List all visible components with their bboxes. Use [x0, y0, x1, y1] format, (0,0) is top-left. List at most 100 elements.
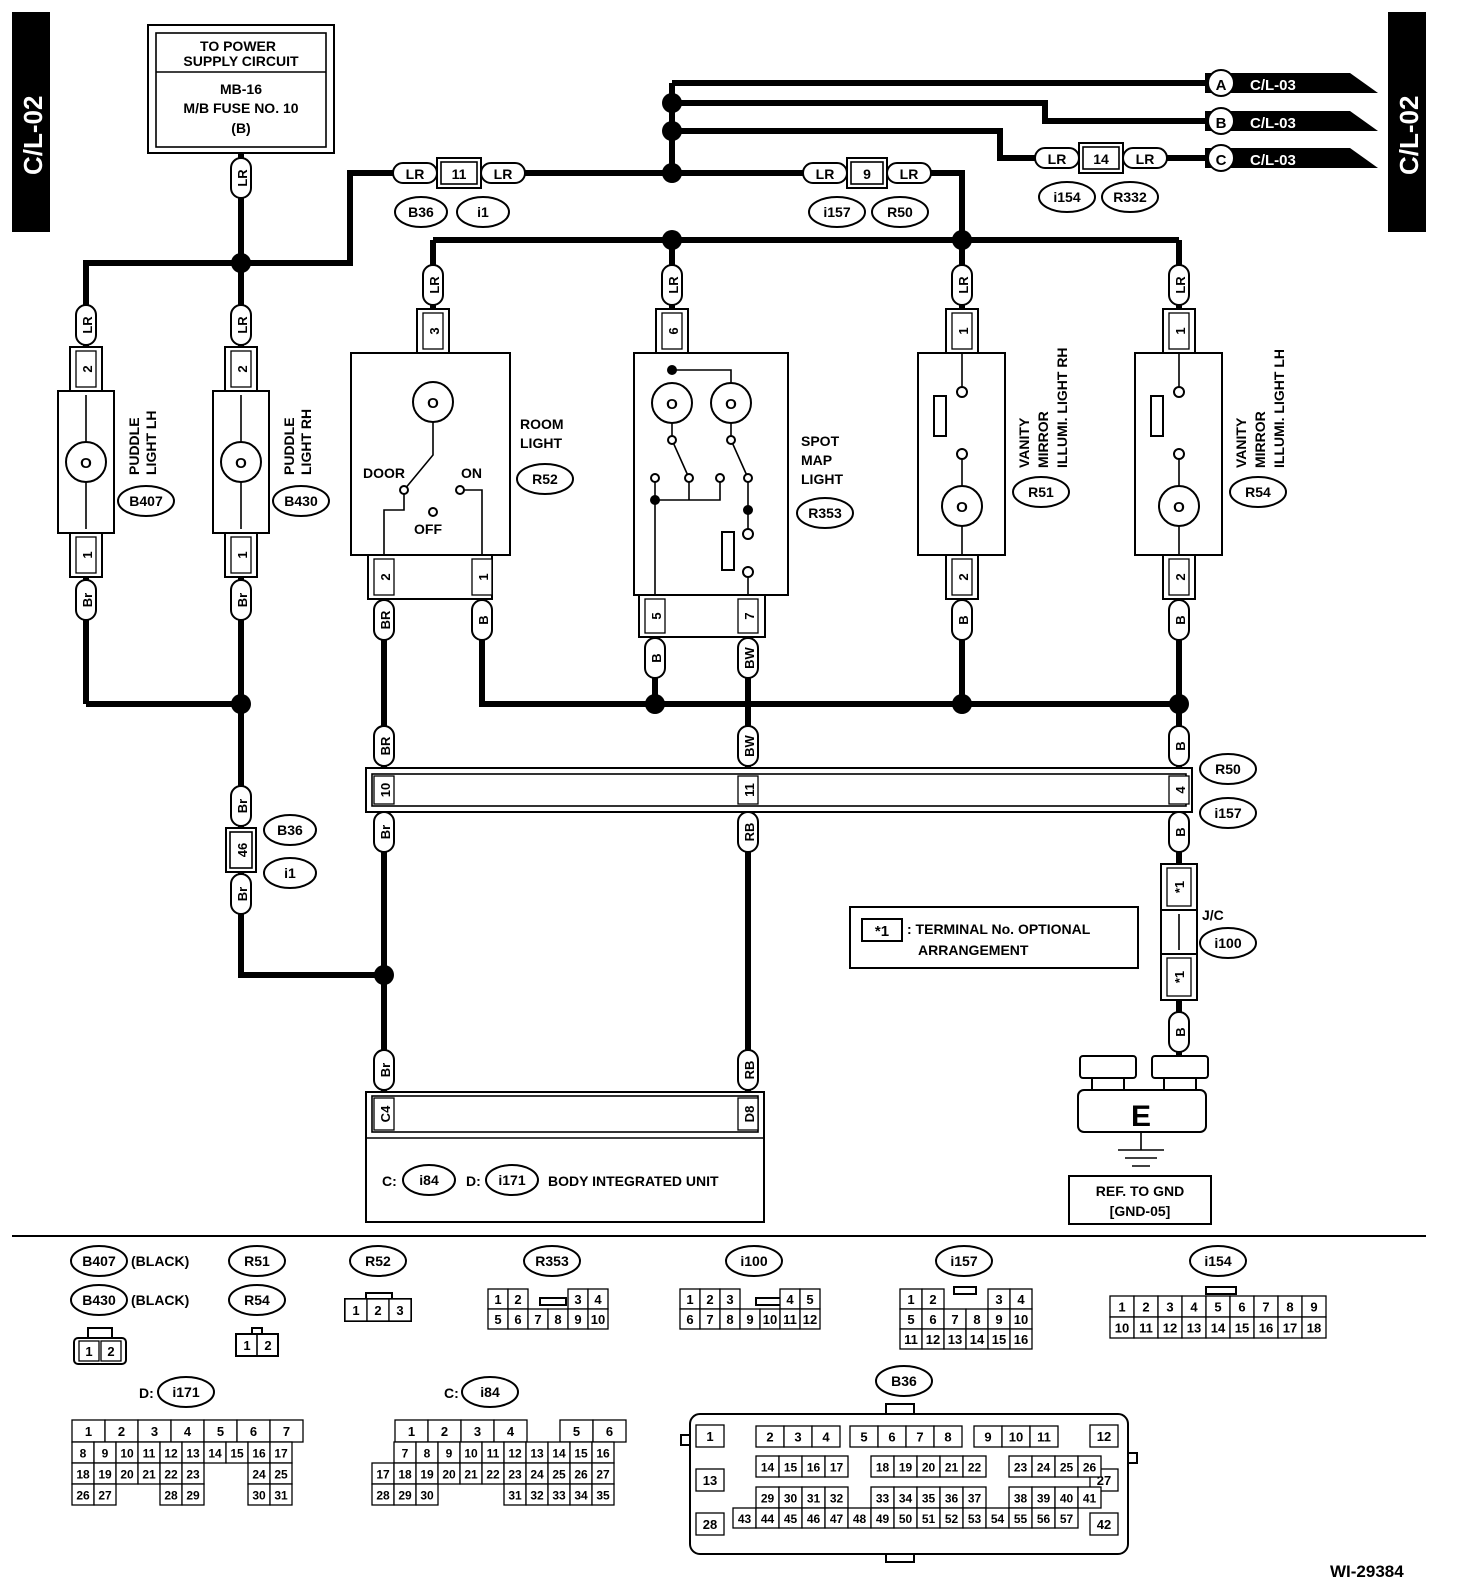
pin-number: 12 [1163, 1321, 1177, 1336]
conn-i100: i100 [1214, 935, 1241, 951]
conn-i154: i154 [1053, 189, 1080, 205]
pin-number: 57 [1060, 1512, 1074, 1526]
connector-key [755, 1297, 783, 1306]
pin-number: 7 [951, 1312, 958, 1327]
pin-number: 8 [944, 1430, 951, 1445]
pin-cell [415, 1483, 439, 1506]
legend-c-prefix: C: [444, 1385, 459, 1401]
ground-ref-2: [GND-05] [1110, 1203, 1171, 1219]
pin-number: 7 [1262, 1300, 1269, 1315]
switch-on: ON [461, 465, 482, 481]
conn-i157: i157 [823, 204, 850, 220]
wire-label-br-upper: BR [378, 610, 393, 629]
conn-i171: i171 [498, 1172, 525, 1188]
legend-d-prefix: D: [139, 1385, 154, 1401]
connector-strip-r50: 10 11 4 R50 i157 [365, 753, 1257, 829]
conn-b36: B36 [408, 204, 434, 220]
vanity-lh-label-3: ILLUMI. LIGHT LH [1271, 349, 1287, 468]
pin-number: 15 [230, 1447, 244, 1461]
pin-number: 35 [922, 1492, 936, 1506]
pin-number: 6 [686, 1312, 693, 1327]
pin-number: 5 [494, 1312, 501, 1327]
pin-number: 25 [1060, 1461, 1074, 1475]
pin-number: 4 [184, 1424, 192, 1439]
page-ref-left-label: C/L-02 [18, 96, 48, 175]
puddle-light-lh: 2 O 1 PUDDLE LIGHT LH B407 [57, 346, 175, 578]
pin-number: 1 [686, 1292, 693, 1307]
pin-9: 9 [863, 166, 871, 182]
legend-i154: i154 [1204, 1253, 1231, 1269]
pin-number: 29 [761, 1492, 775, 1506]
legend-black-2: (BLACK) [131, 1292, 189, 1308]
pin-3: 3 [427, 327, 442, 334]
pin-number: 34 [574, 1489, 588, 1503]
pin-number: 15 [574, 1447, 588, 1461]
pin-number: 11 [143, 1447, 156, 1461]
pin-number: 12 [926, 1332, 940, 1347]
pin-number: 8 [424, 1447, 431, 1461]
wire-label-br: Br [378, 1063, 393, 1077]
pin-number: 5 [217, 1424, 224, 1439]
legend-r54: R54 [244, 1292, 270, 1308]
pin-number: 5 [806, 1292, 813, 1307]
ground-e: E REF. TO GND [GND-05] [1068, 1055, 1212, 1225]
pin-number: 48 [853, 1512, 867, 1526]
biu-c-prefix: C: [382, 1173, 397, 1189]
note-box: *1 : TERMINAL No. OPTIONAL ARRANGEMENT [849, 906, 1139, 969]
legend-r51: R51 [244, 1253, 270, 1269]
pin-number: 10 [120, 1447, 134, 1461]
pin-number: 39 [1037, 1492, 1051, 1506]
pin-number: 30 [420, 1489, 434, 1503]
puddle-rh-label-2: LIGHT RH [298, 409, 314, 475]
pin-5: 5 [649, 612, 664, 619]
pin-number: 9 [102, 1447, 109, 1461]
pin-number: 4 [594, 1292, 602, 1307]
pin-number: 18 [76, 1468, 90, 1482]
pin-number: 12 [508, 1447, 522, 1461]
pin-number: 7 [534, 1312, 541, 1327]
pin-number: 21 [945, 1461, 959, 1475]
switch-door: DOOR [363, 465, 405, 481]
pin-1: 1 [476, 573, 491, 580]
wire-label-lr: LR [666, 276, 681, 294]
pin-2: 2 [264, 1338, 271, 1353]
pin-number: 3 [151, 1424, 158, 1439]
pin-number: 15 [992, 1332, 1006, 1347]
wire-label-b: B [1173, 827, 1188, 836]
pin-number: 3 [726, 1292, 733, 1307]
note-line2: ARRANGEMENT [918, 942, 1029, 958]
branch-C-ref: C/L-03 [1250, 152, 1296, 169]
connector-key [539, 1297, 567, 1306]
pin-1: 1 [243, 1338, 250, 1353]
wire-label-rb: RB [742, 823, 757, 842]
spot-label-2: MAP [801, 452, 832, 468]
pin-number: 6 [514, 1312, 521, 1327]
vanity-rh-label-3: ILLUMI. LIGHT RH [1054, 347, 1070, 468]
pin-cell [269, 1483, 293, 1506]
pin-11: 11 [742, 783, 757, 797]
pin-number: 5 [1214, 1300, 1221, 1315]
pin-d8: D8 [742, 1106, 757, 1123]
pin-1: 1 [85, 1344, 92, 1359]
pin-number: 31 [807, 1492, 821, 1506]
pin-star: *1 [1172, 881, 1187, 893]
conn-r332: R332 [1113, 189, 1147, 205]
pin-number: 10 [1014, 1312, 1028, 1327]
pin-3: 3 [396, 1303, 403, 1318]
pin-number: 14 [761, 1461, 775, 1475]
pin-number: 3 [474, 1424, 481, 1439]
pin-number: 26 [76, 1489, 90, 1503]
pin-number: 2 [929, 1292, 936, 1307]
pin-number: 6 [250, 1424, 257, 1439]
wire-label-lr: LR [956, 276, 971, 294]
legend-black-1: (BLACK) [131, 1253, 189, 1269]
pin-4: 4 [1173, 786, 1188, 794]
pin-number: 6 [929, 1312, 936, 1327]
branch-B: B C/L-03 [1205, 107, 1378, 135]
note-mark: *1 [875, 923, 889, 940]
legend-b36: B36 [891, 1373, 917, 1389]
conn-r50: R50 [1215, 761, 1241, 777]
